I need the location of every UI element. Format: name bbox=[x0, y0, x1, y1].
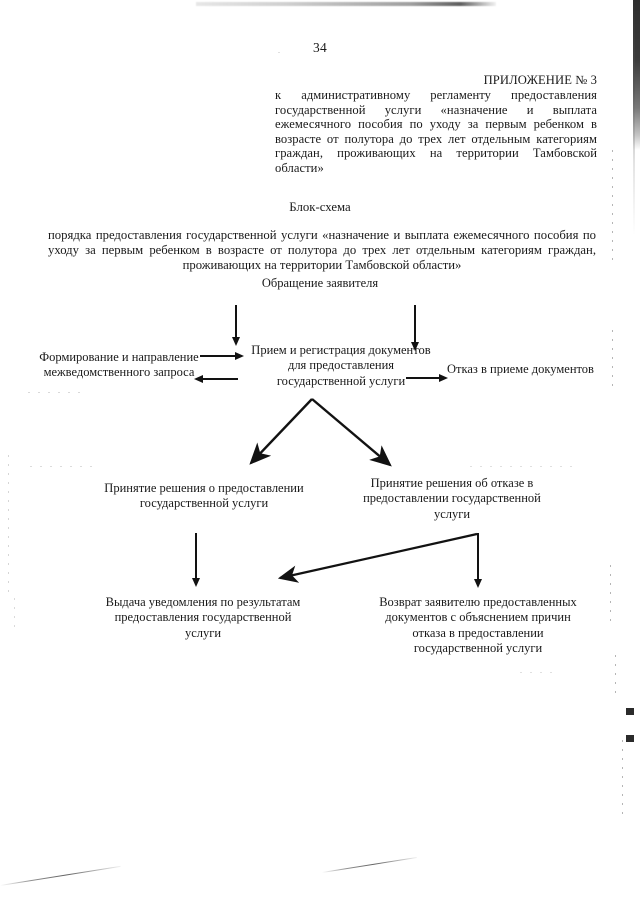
flow-node-decision-refuse: Принятие решения об отказе в предоставле… bbox=[363, 476, 541, 521]
scan-artifact-diagonal bbox=[0, 865, 121, 886]
scan-artifact-diagonal bbox=[321, 856, 417, 873]
flow-arrow-reception-to-refuse-decision bbox=[311, 398, 392, 467]
scan-artifact-dotted-line bbox=[30, 466, 100, 467]
scan-artifact-dotted-line bbox=[615, 655, 616, 695]
flow-node-interdepartmental-request: Формирование и направление межведомствен… bbox=[39, 350, 199, 380]
flow-node-request: Обращение заявителя bbox=[261, 276, 379, 290]
flow-node-decision-grant: Принятие решения о предоставлении госуда… bbox=[104, 481, 304, 511]
flow-node-issue-notice: Выдача уведомления по результатам предос… bbox=[105, 595, 301, 640]
scan-artifact-dotted-line bbox=[612, 330, 613, 390]
scan-artifact-right-line bbox=[633, 0, 635, 905]
scan-artifact-dotted-line bbox=[622, 740, 623, 820]
scan-artifact-right-edge bbox=[633, 0, 640, 150]
flow-arrow-interdept-to-reception bbox=[200, 351, 244, 360]
flow-arrow-refuse-decision-to-left bbox=[277, 532, 478, 583]
flow-node-return-documents: Возврат заявителю предоставленных докуме… bbox=[379, 595, 577, 656]
scan-artifact-dotted-line bbox=[470, 466, 580, 467]
flow-node-reception-registration: Прием и регистрация документов для предо… bbox=[251, 343, 431, 388]
appendix-title: ПРИЛОЖЕНИЕ № 3 bbox=[483, 73, 597, 87]
flow-arrow-reception-to-refusal bbox=[406, 373, 448, 382]
appendix-reference-text: к административному регламенту предостав… bbox=[275, 88, 597, 175]
scan-artifact-dotted-line bbox=[610, 565, 611, 625]
scan-artifact-dot bbox=[626, 708, 634, 715]
scan-artifact-dotted-line bbox=[8, 455, 9, 595]
flow-node-refusal-to-accept: Отказ в приеме документов bbox=[447, 362, 594, 376]
scan-artifact-dotted-line bbox=[612, 150, 613, 260]
flow-arrow-refuse-to-return bbox=[473, 533, 482, 588]
scheme-title: Блок-схема bbox=[289, 200, 351, 214]
flow-arrow-reception-to-interdept bbox=[194, 374, 238, 383]
scan-artifact-dotted-line bbox=[520, 672, 560, 673]
scheme-subtitle: порядка предоставления государственной у… bbox=[48, 228, 596, 273]
flow-arrow-grant-to-notice bbox=[191, 533, 200, 587]
flow-arrow-reception-to-grant bbox=[249, 398, 313, 465]
scan-artifact-dot bbox=[626, 735, 634, 742]
scan-artifact-dotted-line bbox=[14, 598, 15, 628]
flow-arrow-request-to-reception bbox=[231, 305, 240, 346]
flow-arrow-request-to-refusal bbox=[410, 305, 419, 351]
scan-artifact-dotted-line bbox=[278, 52, 282, 53]
page-number: 34 bbox=[312, 40, 328, 55]
scan-artifact-dotted-line bbox=[28, 392, 88, 393]
scan-artifact-top-smudge bbox=[196, 2, 496, 6]
